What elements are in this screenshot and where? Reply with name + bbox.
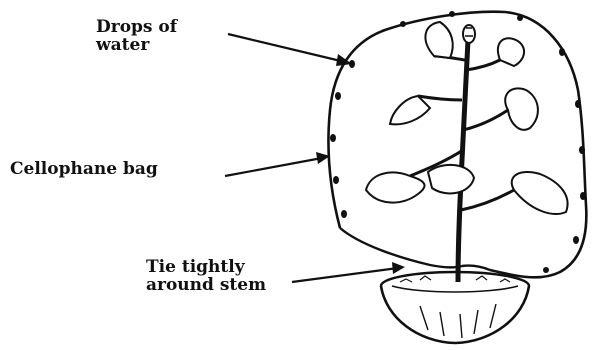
flower-bud [463,25,475,43]
bag-tie-left [340,228,462,267]
label-drops-line2: water [96,36,177,54]
leader-lines [225,34,398,282]
label-cellophane-bag: Cellophane bag [10,160,158,178]
leaf-lower-left [366,172,425,202]
label-drops-line1: Drops of [96,18,177,36]
leaf-top-right [498,38,524,66]
flower-pot [381,272,529,343]
plant-stem [458,40,468,282]
label-tie-tightly: Tie tightly around stem [146,258,266,294]
leaf-mid-left [390,96,430,124]
label-tie-line2: around stem [146,276,266,294]
leaf-mid-right [505,88,538,129]
leaf-center [428,165,474,194]
label-cellophane-text: Cellophane bag [10,160,158,178]
leaf-top-left [425,22,452,58]
leaf-lower-right [512,172,568,214]
label-drops-of-water: Drops of water [96,18,177,54]
label-tie-line1: Tie tightly [146,258,266,276]
bag-tie-right [462,266,490,270]
